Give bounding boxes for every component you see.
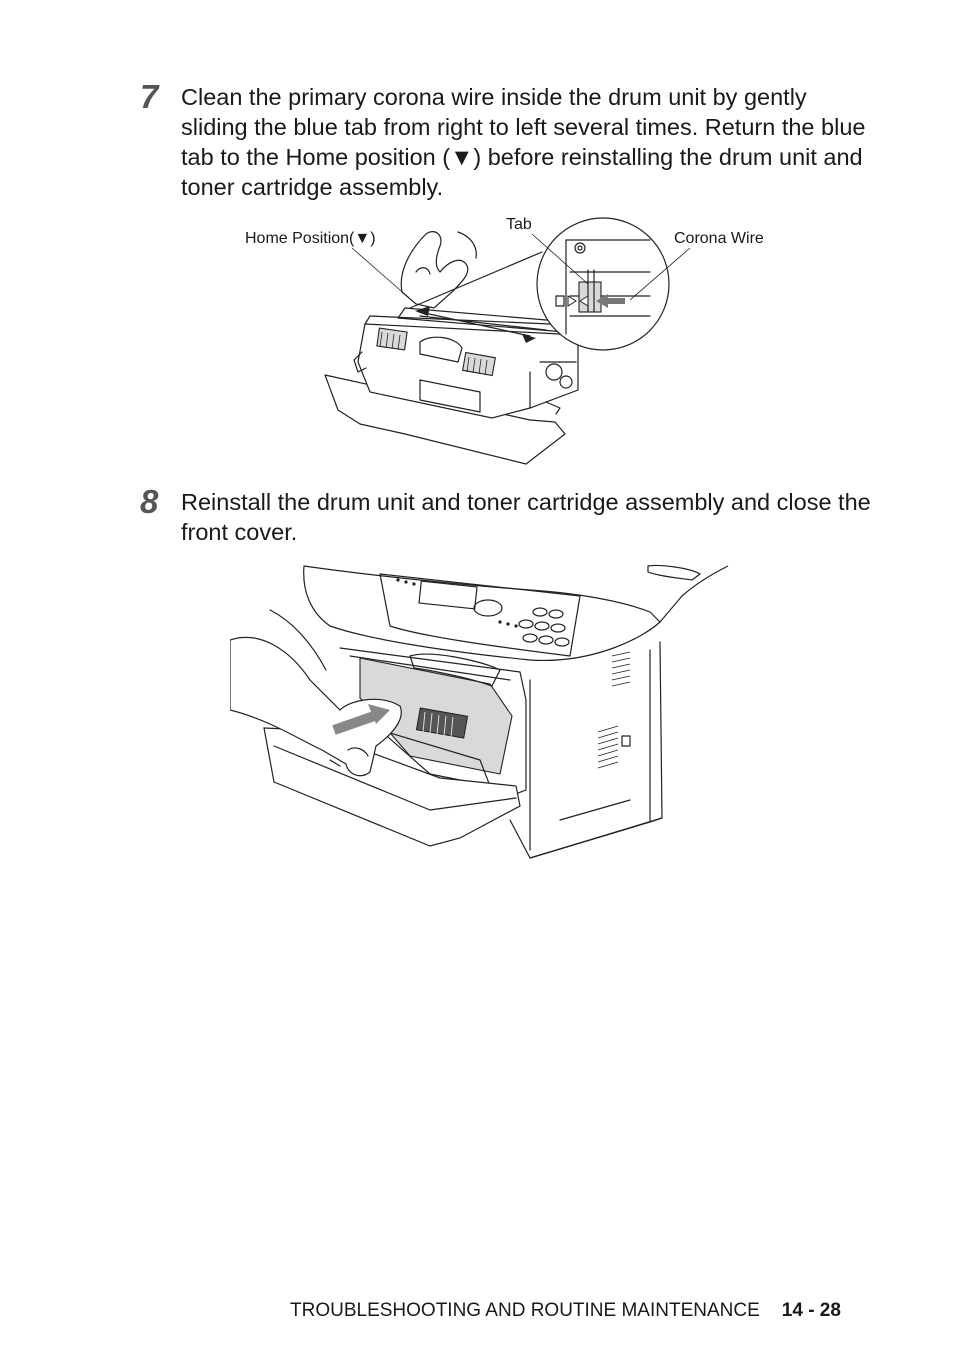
step-number: 7 [140,78,159,115]
step-8: 8 Reinstall the drum unit and toner cart… [140,483,880,547]
step-7: 7 Clean the primary corona wire inside t… [140,78,865,202]
machine-drawing [229,564,729,859]
footer-section-title: TROUBLESHOOTING AND ROUTINE MAINTENANCE [290,1300,760,1321]
reinstall-drum-illustration [229,560,740,860]
callout-corona-wire: Corona Wire [674,230,764,247]
callout-tab: Tab [506,216,532,233]
callout-home-position: Home Position(▼) [245,230,376,247]
step-instruction: Clean the primary corona wire inside the… [181,84,866,200]
drum-unit-illustration: Home Position(▼) Tab Corona Wire [230,212,790,474]
step-instruction: Reinstall the drum unit and toner cartri… [181,489,871,545]
page-number: 14 - 28 [781,1300,841,1321]
page-footer: TROUBLESHOOTING AND ROUTINE MAINTENANCE 1… [290,1300,880,1324]
step-number: 8 [140,483,159,520]
drum-unit-drawing [324,217,691,465]
